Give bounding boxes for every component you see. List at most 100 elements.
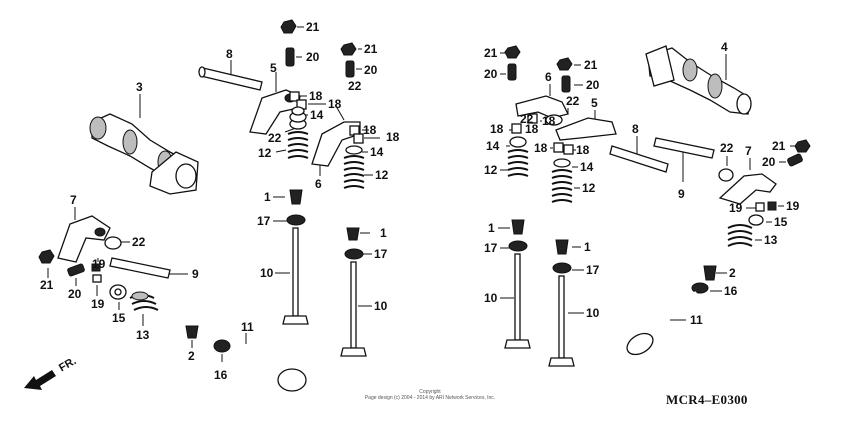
cotter-1-left-a[interactable] — [273, 189, 303, 205]
valve-spring-12-left-b[interactable] — [343, 155, 373, 189]
washer-14-left-a[interactable] — [291, 106, 308, 116]
valve-head — [282, 315, 309, 325]
washer-14-right-b[interactable] — [553, 158, 578, 168]
lock-nut-right-c[interactable] — [790, 139, 811, 153]
callout-label: 21 — [772, 139, 786, 153]
retainer-16-left[interactable] — [213, 339, 231, 362]
cotter-shape — [703, 265, 717, 281]
washer-22-right-a[interactable] — [545, 108, 569, 126]
rocker-shaft-8-right[interactable] — [609, 136, 669, 173]
rocker-shaft-left[interactable] — [198, 60, 263, 91]
copyright-title: Copyright — [419, 389, 441, 395]
valve-10-right-a[interactable] — [500, 253, 531, 349]
camshaft-left[interactable] — [89, 94, 199, 195]
cam-end-journal — [736, 93, 752, 115]
shim-19-left-b[interactable] — [92, 274, 102, 296]
shim-18-left-d[interactable] — [353, 133, 380, 144]
valve-spring-13-right[interactable] — [727, 224, 762, 247]
washer-shape — [104, 236, 122, 250]
callout-label: 12 — [582, 181, 596, 195]
callout-label: 20 — [306, 50, 320, 64]
lock-nut-left-b[interactable] — [340, 42, 362, 56]
callout-label: 1 — [488, 221, 495, 235]
shim-19-right-a[interactable] — [746, 202, 765, 212]
valve-10-left-a[interactable] — [275, 227, 309, 325]
cam-lobe — [122, 129, 138, 155]
valve-spring-12-left-a[interactable] — [275, 131, 309, 159]
callout-label: 18 — [576, 143, 590, 157]
callout-label: 18 — [328, 97, 342, 111]
nut-shape — [38, 249, 55, 264]
shim-18-right-c[interactable] — [550, 142, 564, 153]
rocker-arm-5-right[interactable] — [555, 110, 617, 141]
rocker-adjuster — [94, 227, 106, 237]
adjusting-screw-left-b[interactable] — [345, 60, 362, 78]
nut-shape — [556, 57, 573, 71]
callout-label: 22 — [132, 235, 146, 249]
adjusting-screw-right-c[interactable] — [779, 153, 803, 167]
shim-18-right-a[interactable] — [527, 113, 542, 124]
washer-15-left[interactable] — [109, 284, 127, 310]
washer-14-left-b[interactable] — [345, 145, 368, 155]
washer-15-right[interactable] — [748, 214, 772, 226]
rocker-shaft-9-left[interactable] — [109, 257, 188, 279]
copyright-text: Page design (c) 2004 - 2014 by ARI Netwo… — [364, 395, 496, 401]
shim-18-left-a[interactable] — [289, 91, 307, 102]
cotter-2-left[interactable] — [185, 325, 199, 348]
cotter-1-left-b[interactable] — [346, 227, 370, 241]
rocker-arm-7-left[interactable] — [57, 207, 111, 263]
callout-label: 20 — [586, 78, 600, 92]
rocker-arm-6-left[interactable] — [311, 105, 361, 176]
adjusting-screw-left-a[interactable] — [285, 47, 302, 67]
shim-18-right-d[interactable] — [563, 144, 576, 155]
callout-label: 18 — [534, 141, 548, 155]
washer-22-left-b[interactable] — [104, 236, 130, 250]
cotter-2-right[interactable] — [703, 265, 727, 281]
valve-head — [626, 332, 654, 356]
valve-11-left[interactable] — [231, 333, 307, 392]
callout-label: 18 — [490, 122, 504, 136]
screw-shape — [345, 60, 355, 78]
cam-sprocket-flange — [645, 45, 675, 87]
valve-spring-12-right-b[interactable] — [551, 169, 580, 203]
adjusting-screw-right-a[interactable] — [500, 63, 517, 81]
rocker-arm-7-right[interactable] — [718, 158, 777, 205]
lock-nut-left-c[interactable] — [38, 249, 55, 278]
rocker-shaft-9-right[interactable] — [653, 137, 715, 182]
valve-spring-12-right-a[interactable] — [500, 149, 529, 177]
lock-nut-right-b[interactable] — [556, 57, 581, 71]
spring-coils — [287, 131, 309, 159]
washer-22-right-b[interactable] — [718, 156, 734, 182]
shim-shape — [755, 202, 765, 212]
retainer-17-left-a[interactable] — [273, 214, 306, 226]
callout-label: 7 — [745, 144, 752, 158]
callout-label: 21 — [584, 58, 598, 72]
shim-19-right-b[interactable] — [767, 201, 784, 211]
washer-shape — [509, 136, 527, 148]
washer-shape — [748, 214, 764, 226]
shim-19-left-a[interactable] — [91, 258, 101, 272]
nut-shape — [340, 42, 357, 56]
valve-10-left-b[interactable] — [340, 261, 372, 357]
retainer-16-right[interactable] — [691, 282, 722, 294]
valve-spring-13-left[interactable] — [129, 291, 159, 326]
shim-18-right-b[interactable] — [509, 123, 522, 134]
callout-label: 8 — [632, 122, 639, 136]
callout-label: 18 — [542, 114, 556, 128]
retainer-17-right-b[interactable] — [552, 262, 584, 274]
cotter-shape — [185, 325, 199, 339]
valve-stem-fill — [649, 291, 697, 337]
cotter-1-right-b[interactable] — [555, 239, 581, 255]
retainer-17-right-a[interactable] — [500, 240, 528, 252]
retainer-17-left-b[interactable] — [344, 248, 372, 260]
valve-11-right[interactable] — [623, 291, 697, 359]
valve-10-right-b[interactable] — [548, 275, 584, 367]
camshaft-right[interactable] — [645, 45, 752, 115]
adjusting-screw-right-b[interactable] — [561, 75, 583, 93]
washer-14-right-a[interactable] — [506, 136, 527, 148]
lock-nut-left-a[interactable] — [280, 19, 304, 34]
cotter-1-right-a[interactable] — [498, 219, 525, 235]
callout-labels: 21 20 8 5 21 20 3 18 22 18 14 18 18 22 1… — [40, 20, 800, 382]
lock-nut-right-a[interactable] — [500, 45, 521, 59]
adjusting-screw-left-c[interactable] — [67, 263, 85, 286]
